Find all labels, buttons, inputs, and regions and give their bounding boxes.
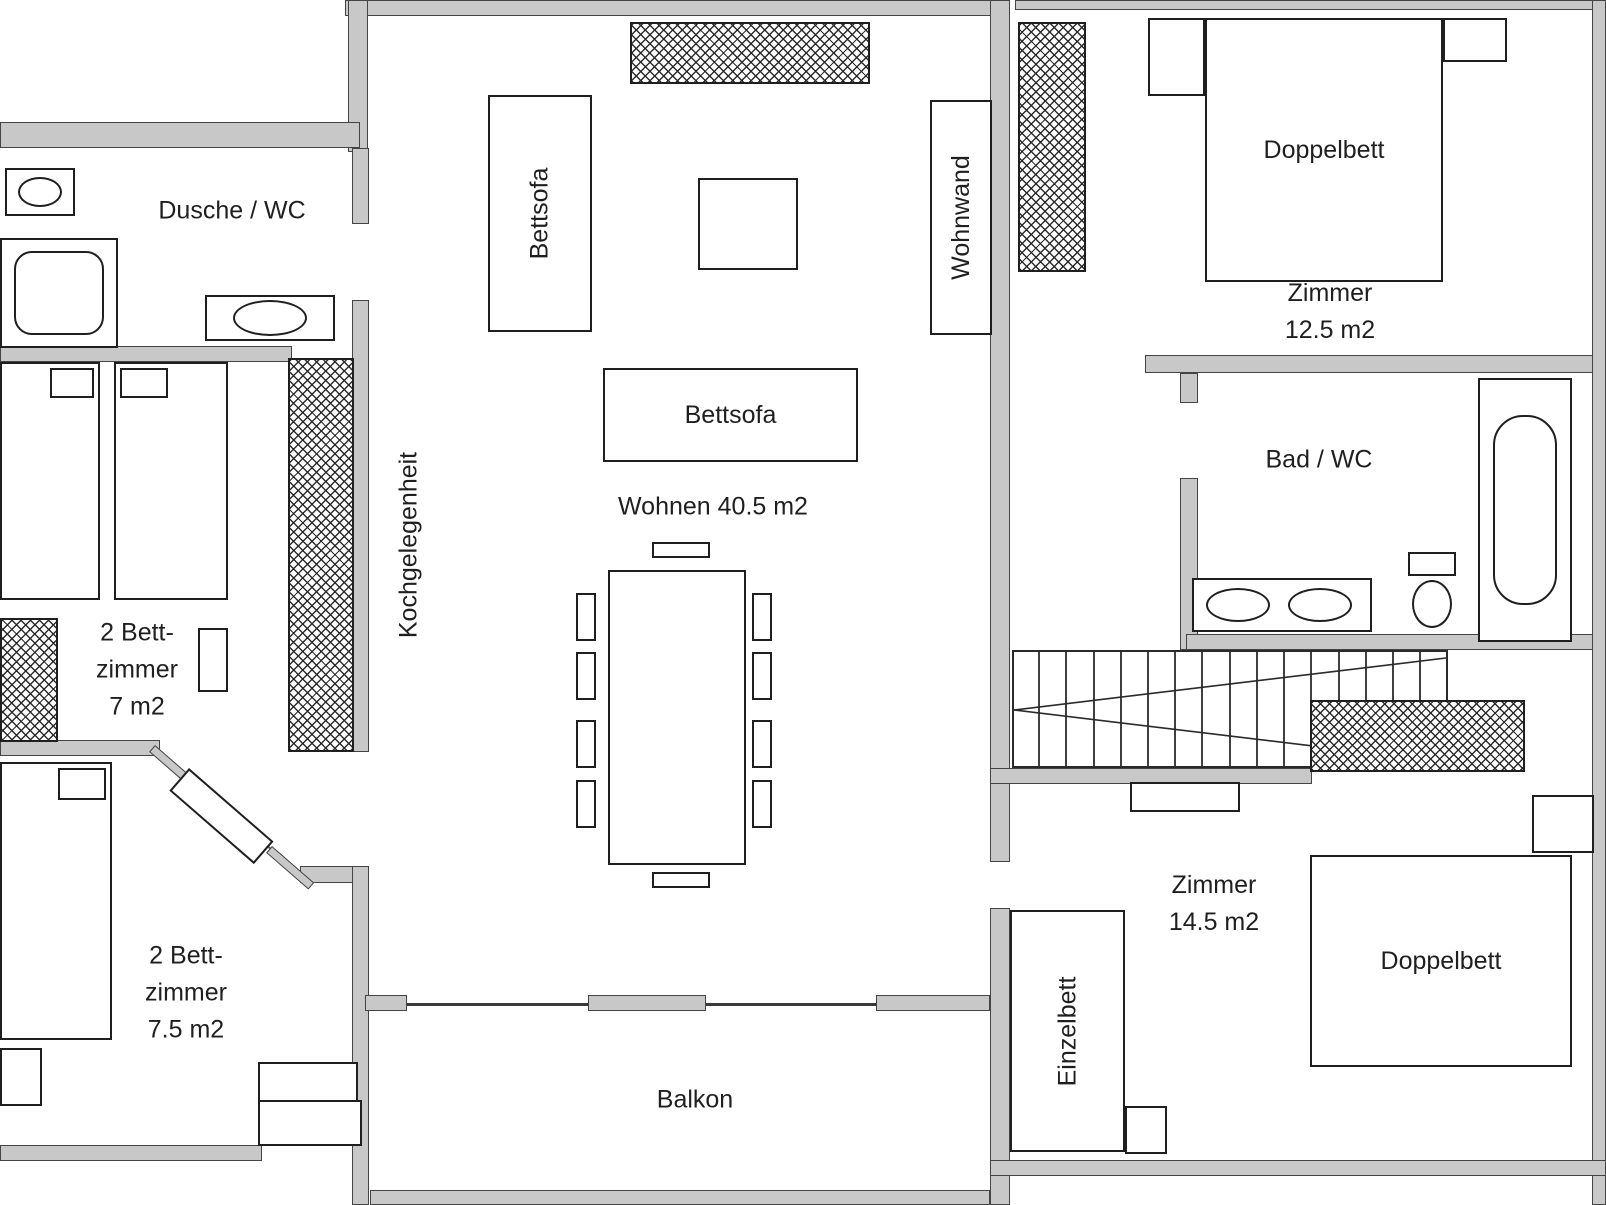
chair xyxy=(652,872,710,888)
shower-tray xyxy=(14,251,104,335)
chair xyxy=(752,720,772,768)
bathtub-basin xyxy=(1493,415,1557,605)
wall-segment xyxy=(588,995,706,1011)
door-leaf xyxy=(169,768,274,865)
bed xyxy=(0,362,100,600)
sofa-bed-label: Bettsofa xyxy=(525,167,554,260)
chair xyxy=(576,780,596,828)
wall-segment xyxy=(990,1160,1606,1176)
hatched-shaft xyxy=(0,618,58,742)
room-label-line: Zimmer xyxy=(1287,279,1373,307)
room-label-bettzimmer-7: 2 Bett- zimmer 7 m2 xyxy=(96,615,178,726)
toilet-bowl xyxy=(1412,580,1452,628)
wall-segment xyxy=(370,1190,990,1205)
side-table xyxy=(698,178,798,270)
nightstand xyxy=(198,628,228,692)
wall-segment xyxy=(0,1145,262,1161)
wall-segment xyxy=(0,122,360,148)
room-label-line: 7 m2 xyxy=(109,692,165,721)
hatched-shaft xyxy=(1310,700,1525,772)
double-bed-bottom: Doppelbett xyxy=(1310,855,1572,1067)
sink-basin xyxy=(1206,588,1270,622)
room-label-line: Zimmer xyxy=(1171,871,1257,899)
wall-segment xyxy=(876,995,990,1011)
door-leaf xyxy=(1130,782,1240,812)
wall-segment xyxy=(352,148,369,224)
wall-segment xyxy=(1592,0,1606,1205)
hatched-kitchen-block xyxy=(288,358,354,752)
single-bed: Einzelbett xyxy=(1010,910,1125,1152)
sink-basin xyxy=(1288,588,1352,622)
nightstand xyxy=(1125,1106,1167,1154)
sofa-bed-left: Bettsofa xyxy=(488,95,592,332)
sofa-bed-label: Bettsofa xyxy=(684,400,777,429)
room-label-line: 14.5 m2 xyxy=(1168,908,1260,936)
chair xyxy=(652,542,710,558)
nightstand xyxy=(1532,795,1594,853)
chair xyxy=(576,652,596,700)
dresser xyxy=(258,1062,358,1102)
single-bed-label: Einzelbett xyxy=(1052,976,1081,1086)
wall-segment xyxy=(1180,373,1198,403)
room-label-line: zimmer xyxy=(96,655,178,684)
room-label-line: 2 Bett- xyxy=(100,618,174,647)
wall-segment xyxy=(0,346,292,362)
room-label-wohnen: Wohnen 40.5 m2 xyxy=(618,492,808,521)
double-bed-top: Doppelbett xyxy=(1205,18,1443,282)
sink-basin xyxy=(233,300,307,336)
room-label-bad-wc: Bad / WC xyxy=(1265,445,1373,474)
bed xyxy=(0,762,112,1040)
room-label-line: 7.5 m2 xyxy=(147,1015,225,1044)
room-label-bettzimmer-75: 2 Bett- zimmer 7.5 m2 xyxy=(145,938,227,1049)
chair xyxy=(576,720,596,768)
chair xyxy=(752,652,772,700)
double-bed-label: Doppelbett xyxy=(1263,135,1385,164)
nightstand xyxy=(1443,18,1507,62)
toilet xyxy=(5,168,75,216)
sofa-bed-center: Bettsofa xyxy=(603,368,858,462)
nightstand xyxy=(0,1048,42,1106)
chair xyxy=(752,780,772,828)
room-label-dusche-wc: Dusche / WC xyxy=(158,196,306,225)
dresser xyxy=(258,1100,362,1146)
hatched-shaft xyxy=(1018,22,1086,272)
room-label-balkon: Balkon xyxy=(656,1085,734,1114)
pillow xyxy=(50,368,94,398)
chair xyxy=(576,593,596,641)
room-label-kochgelegenheit: Kochgelegenheit xyxy=(394,451,423,639)
bed xyxy=(114,362,228,600)
nightstand xyxy=(1148,18,1205,96)
bathtub xyxy=(1478,378,1572,642)
wall-segment xyxy=(352,866,369,1205)
sink xyxy=(205,295,335,341)
toilet-bowl xyxy=(18,177,62,207)
wall-unit-label: Wohnwand xyxy=(946,155,975,280)
room-label-zimmer-125: Zimmer 12.5 m2 xyxy=(1285,275,1375,349)
wall-segment xyxy=(1145,355,1606,373)
wall-segment xyxy=(345,0,1010,16)
room-label-line: 12.5 m2 xyxy=(1284,316,1376,344)
wall-unit: Wohnwand xyxy=(930,100,992,335)
wall-segment xyxy=(1015,0,1606,10)
wall-segment xyxy=(352,300,369,752)
room-label-line: zimmer xyxy=(145,978,227,1007)
pillow xyxy=(58,768,106,800)
room-label-zimmer-145: Zimmer 14.5 m2 xyxy=(1169,867,1259,941)
wall-segment xyxy=(0,740,160,756)
hatched-shaft xyxy=(630,22,870,84)
chair xyxy=(752,593,772,641)
dining-table xyxy=(608,570,746,865)
double-bed-label: Doppelbett xyxy=(1380,946,1502,975)
wall-segment xyxy=(990,0,1010,862)
pillow xyxy=(120,368,168,398)
room-label-line: 2 Bett- xyxy=(149,941,223,970)
shower xyxy=(0,238,118,348)
wall-segment xyxy=(365,995,407,1011)
toilet-cistern xyxy=(1408,552,1456,576)
